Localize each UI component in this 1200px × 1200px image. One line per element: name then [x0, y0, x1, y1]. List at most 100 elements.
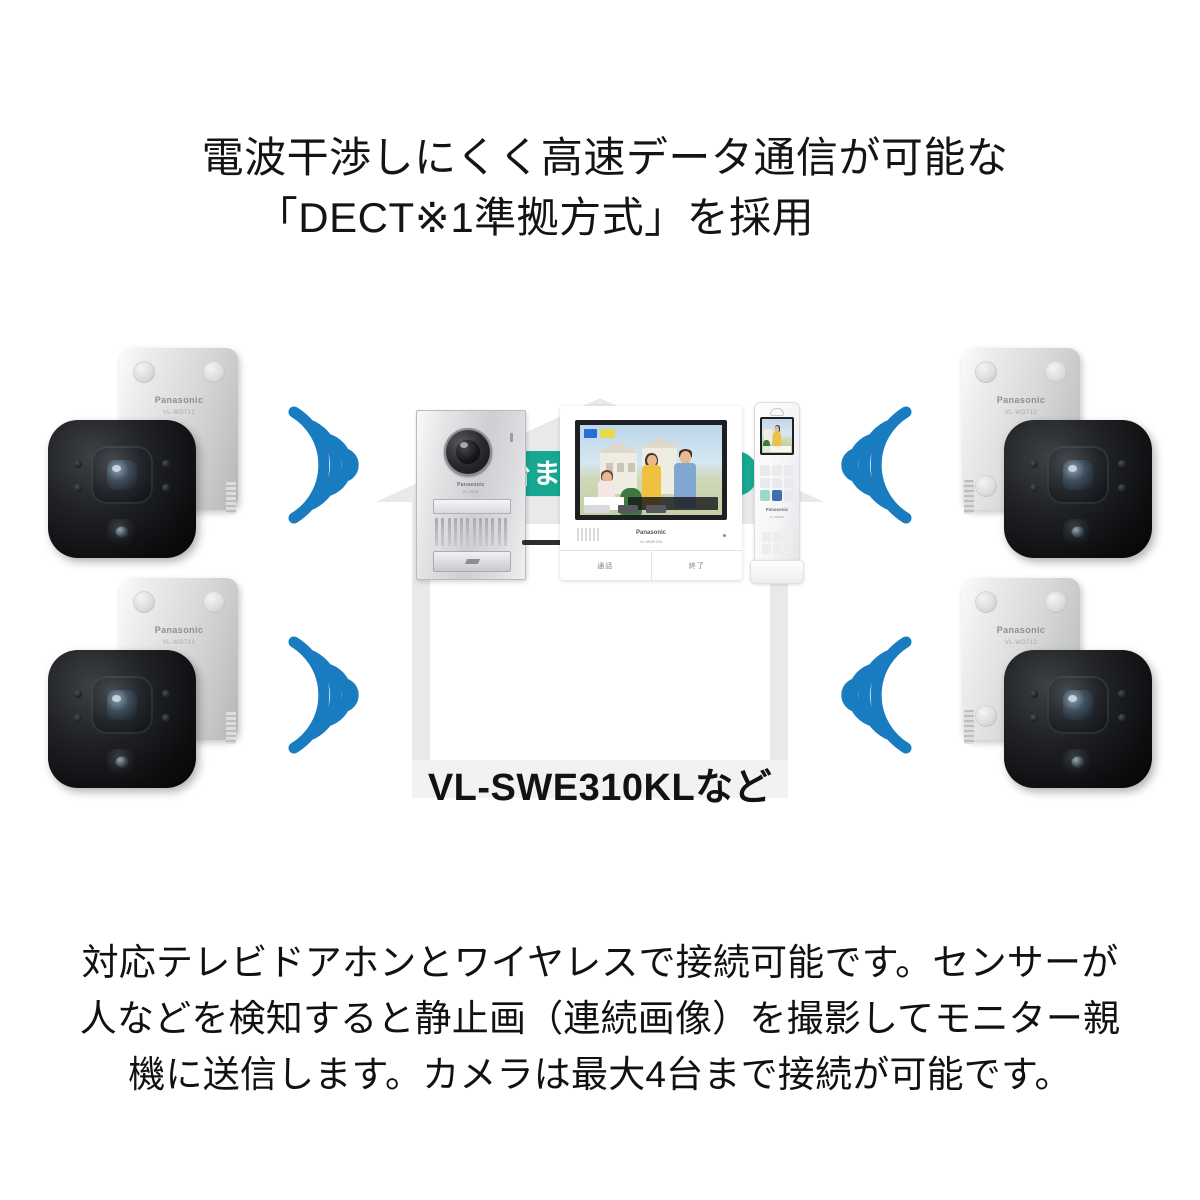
person-figure: [773, 431, 782, 450]
camera-lens-glass: [1063, 460, 1093, 490]
monitor-screen: [575, 420, 727, 520]
connection-cable: [522, 540, 562, 545]
person-figure: [775, 426, 780, 433]
handset-key[interactable]: [783, 544, 792, 554]
door-station-brand-label: Panasonic: [457, 482, 485, 488]
softkey-button[interactable]: [584, 504, 610, 513]
handset-key[interactable]: [784, 465, 794, 476]
ir-led-icon: [1030, 714, 1038, 722]
camera-top-right: Panasonic VL-WD712: [952, 348, 1152, 558]
handset-body: Panasonic VL-WD613: [754, 402, 800, 564]
monitor-softkey-row[interactable]: [580, 502, 728, 515]
ir-led-icon: [1118, 460, 1126, 468]
door-station-call-button[interactable]: [433, 551, 511, 572]
handset-key[interactable]: [762, 532, 771, 542]
monitor-end-button[interactable]: 終了: [650, 550, 742, 580]
handset-key[interactable]: [772, 477, 782, 489]
sensor-icon: [1063, 519, 1093, 545]
description-line-3: 機に送信します。カメラは最大4台まで接続が可能です。: [128, 1054, 1072, 1096]
camera-bottom-left: Panasonic VL-WD712: [48, 578, 248, 788]
camera-vent: [226, 480, 236, 514]
handset-key[interactable]: [772, 490, 782, 501]
wireless-handset-unit: Panasonic VL-WD613: [750, 402, 804, 584]
door-station-nameplate: [433, 499, 511, 514]
ir-led-icon: [1030, 460, 1038, 468]
wireless-signal-icon-bottom-left: [286, 636, 376, 754]
ir-led-icon: [1118, 690, 1126, 698]
camera-lens-glass: [107, 460, 137, 490]
window-icon: [616, 462, 624, 472]
monitor-model-label: VL-MWE310: [639, 539, 663, 544]
screw-icon: [203, 591, 225, 613]
softkey-button[interactable]: [618, 504, 638, 513]
product-model-caption: VL-SWE310KLなど: [427, 767, 773, 809]
wireless-signal-icon-bottom-right: [824, 636, 914, 754]
handset-screen: [760, 417, 794, 455]
ir-led-icon: [74, 690, 82, 698]
handset-keypad[interactable]: [760, 465, 794, 501]
monitor-button-row: 通話 終了: [560, 550, 742, 580]
handset-brand-label: Panasonic: [765, 507, 789, 512]
door-station-camera-icon: [444, 428, 492, 476]
handset-charging-cradle: [750, 560, 804, 584]
camera-lens-module: [1004, 420, 1152, 558]
softkey-button[interactable]: [646, 504, 666, 513]
person-figure: [673, 462, 697, 508]
screw-icon: [1045, 591, 1067, 613]
screw-icon: [133, 361, 155, 383]
monitor-speaker-icon: [577, 528, 599, 541]
handset-key[interactable]: [772, 532, 782, 542]
camera-model-label: VL-WD712: [1004, 640, 1038, 646]
wireless-signal-icon-top-right: [824, 406, 914, 524]
connectivity-diagram: Panasonic VL-WD712 Panasonic VL-WD712: [0, 330, 1200, 830]
sensor-icon: [1063, 749, 1093, 775]
screw-icon: [203, 361, 225, 383]
camera-model-label: VL-WD712: [162, 410, 196, 416]
page-title-line-2: 「DECT※1準拠方式」を採用: [255, 193, 815, 241]
handset-lower-keypad[interactable]: [762, 532, 792, 554]
osd-status-icon: [599, 428, 616, 439]
page-title: 電波干渉しにくく高速データ通信が可能な 「DECT※1準拠方式」を採用: [0, 128, 1200, 247]
ir-led-icon: [162, 714, 170, 722]
window-icon: [628, 462, 636, 472]
handset-talk-key[interactable]: [760, 490, 770, 501]
handset-screen-image: [762, 419, 792, 453]
handset-key[interactable]: [760, 477, 770, 489]
ir-led-icon: [1118, 714, 1126, 722]
handset-key[interactable]: [760, 465, 770, 476]
house-illustration: 4台まで接続可能 Panasonic VL-V522L: [376, 398, 824, 809]
handset-key[interactable]: [772, 544, 782, 554]
camera-lens-module: [1004, 650, 1152, 788]
camera-lens-icon: [1047, 446, 1109, 504]
window-icon: [605, 462, 613, 472]
background-house-icon: [763, 429, 773, 445]
ir-led-icon: [74, 460, 82, 468]
description-paragraph: 対応テレビドアホンとワイヤレスで接続可能です。センサーが 人などを検知すると静止…: [0, 935, 1200, 1104]
screw-icon: [975, 591, 997, 613]
camera-model-label: VL-WD712: [1004, 410, 1038, 416]
ir-led-icon: [162, 484, 170, 492]
camera-vent: [964, 710, 974, 744]
handset-key[interactable]: [762, 544, 771, 554]
ir-led-icon: [162, 690, 170, 698]
description-line-1: 対応テレビドアホンとワイヤレスで接続可能です。センサーが: [81, 942, 1119, 983]
camera-lens-glass: [1063, 690, 1093, 720]
handset-key[interactable]: [783, 532, 792, 542]
ir-led-icon: [74, 714, 82, 722]
handset-key[interactable]: [772, 465, 782, 476]
screw-icon: [975, 705, 997, 727]
handset-model-label: VL-WD613: [769, 515, 785, 519]
screw-icon: [975, 475, 997, 497]
screw-icon: [1045, 361, 1067, 383]
ir-led-icon: [1030, 484, 1038, 492]
monitor-talk-button[interactable]: 通話: [560, 550, 651, 580]
ir-led-icon: [1030, 690, 1038, 698]
speaker-grille-icon: [435, 518, 507, 546]
handset-key[interactable]: [784, 490, 794, 501]
sensor-icon: [107, 749, 137, 775]
wireless-signal-icon-top-left: [286, 406, 376, 524]
handset-key[interactable]: [784, 477, 794, 489]
camera-lens-module: [48, 650, 196, 788]
camera-brand-label: Panasonic: [154, 395, 204, 405]
camera-brand-label: Panasonic: [996, 395, 1046, 405]
